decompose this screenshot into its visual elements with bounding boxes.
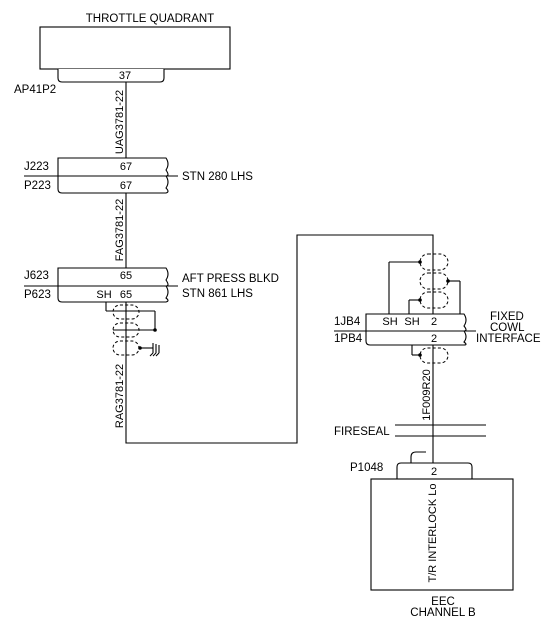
stn861-shield-drain <box>105 302 157 332</box>
eec-connector-label: P1048 <box>350 462 383 474</box>
cowl-jack-pin: 2 <box>431 316 437 328</box>
wire-rag3781 <box>125 234 434 444</box>
cowl-shield-pin-1: SH <box>382 316 397 328</box>
stn280-plug-shell <box>57 175 169 194</box>
throttle-quadrant-connector <box>57 69 165 83</box>
eec-connector <box>396 462 473 479</box>
cowl-shield-ovals-upper <box>419 253 449 309</box>
stn280-jack-label: J223 <box>24 161 49 173</box>
stn280-label: STN 280 LHS <box>182 171 253 183</box>
stn280-plug-pin: 67 <box>120 180 132 192</box>
throttle-quadrant-pin: 37 <box>119 70 131 82</box>
wire-1f009r20-label: 1F009R20 <box>421 369 433 420</box>
stn861-plug-label: P623 <box>24 289 51 301</box>
stn861-jack-shell <box>57 267 169 287</box>
stn861-jack-label: J623 <box>24 270 49 282</box>
cowl-shield-lower <box>411 345 449 364</box>
stn861-shield-pin: SH <box>96 289 111 301</box>
cowl-shield-drains <box>388 260 461 314</box>
cowl-plug-shell <box>365 330 467 346</box>
throttle-quadrant-connector-label: AP41P2 <box>14 84 56 96</box>
stn861-label-1: AFT PRESS BLKD <box>182 273 279 285</box>
eec-label-2: CHANNEL B <box>410 607 476 619</box>
throttle-quadrant-box <box>39 26 231 70</box>
cowl-label-1: FIXED <box>490 311 524 323</box>
eec-label-1: EEC <box>431 596 455 608</box>
eec-box <box>370 478 514 591</box>
eec-signal: T/R INTERLOCK Lo <box>427 483 439 582</box>
cowl-jack-label: 1JB4 <box>334 316 361 328</box>
stn861-plug-shell <box>57 285 169 303</box>
fireseal-label: FIRESEAL <box>334 426 390 438</box>
cowl-shield-pin-2: SH <box>404 316 419 328</box>
cowl-label-2: COWL <box>490 322 525 334</box>
cowl-label-3: INTERFACE <box>476 333 541 345</box>
wire-fag3781-label: FAG3781-22 <box>114 199 126 261</box>
stn861-jack-pin: 65 <box>120 270 132 282</box>
stn280-jack-shell <box>57 157 169 177</box>
stn280-jack-pin: 67 <box>120 161 132 173</box>
wire-rag3781-label: RAG3781-22 <box>114 364 126 428</box>
cowl-plug-pin: 2 <box>431 333 437 345</box>
wire-uag3781-label: UAG3781-22 <box>114 90 126 154</box>
stn861-plug-pin: 65 <box>120 289 132 301</box>
chassis-ground-icon <box>138 343 160 357</box>
eec-pin: 2 <box>431 466 437 478</box>
cowl-plug-label: 1PB4 <box>334 333 363 345</box>
eec-shield-drain <box>410 451 426 463</box>
stn280-plug-label: P223 <box>24 180 51 192</box>
stn861-label-2: STN 861 LHS <box>182 288 253 300</box>
throttle-quadrant-title: THROTTLE QUADRANT <box>86 13 214 25</box>
